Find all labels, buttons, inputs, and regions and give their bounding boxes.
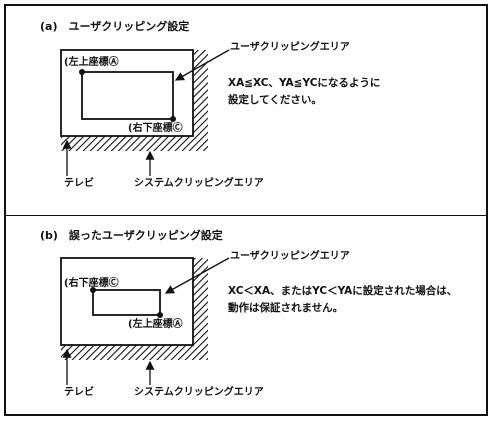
- panel-b-upper-left-dot: [157, 312, 163, 318]
- panel-a-tv-screen: [60, 49, 194, 137]
- panel-b-tv-screen: [60, 257, 194, 346]
- panel-b-system-area-label: システムクリッピングエリア: [134, 387, 264, 398]
- panel-a-upper-left-dot: [79, 69, 85, 75]
- panel-b-upper-left-label: (左上座標Ⓐ: [128, 319, 183, 330]
- panel-a-upper-left-label: (左上座標Ⓐ: [64, 57, 119, 68]
- panel-b-diagram: [60, 257, 230, 385]
- panel-a-user-clip-rect: [81, 71, 174, 120]
- panel-b-heading: (b) 誤ったユーザクリッピング設定: [40, 229, 223, 242]
- panel-a-tv-label: テレビ: [64, 178, 94, 189]
- panel-a-user-area-leader: [174, 49, 230, 81]
- panel-a-diagram: [60, 49, 230, 176]
- panel-a-lower-right-label: (右下座標Ⓒ: [128, 123, 183, 134]
- panel-b-user-clip-rect: [92, 289, 161, 316]
- panel-a-note-line1: XA≦XC、YA≦YCになるように: [228, 77, 381, 89]
- panel-b-tv-label: テレビ: [64, 387, 94, 398]
- panel-a-lower-right-dot: [170, 116, 176, 122]
- panel-a-system-area-label: システムクリッピングエリア: [134, 178, 264, 189]
- panel-b-user-area-label: ユーザクリッピングエリア: [230, 251, 350, 262]
- panel-a-hatch-right: [193, 50, 208, 150]
- figure-frame: [4, 4, 488, 416]
- panel-a-heading: (a) ユーザクリッピング設定: [40, 20, 190, 33]
- panel-a-note-line2: 設定してください。: [228, 94, 322, 106]
- panel-b-hatch-bottom: [61, 345, 208, 360]
- panel-divider: [4, 215, 488, 216]
- panel-a-user-area-label: ユーザクリッピングエリア: [230, 42, 350, 53]
- panel-b-user-area-leader: [164, 257, 230, 294]
- panel-a-hatch-bottom: [61, 136, 208, 151]
- panel-b-lower-right-dot: [90, 287, 96, 293]
- panel-b-hatch-right: [193, 258, 208, 360]
- panel-b-note-line1: XC＜XA、またはYC＜YAに設定された場合は、: [228, 285, 458, 297]
- panel-b-lower-right-label: (右下座標Ⓒ: [64, 278, 119, 289]
- panel-b-note-line2: 動作は保証されません。: [228, 302, 344, 314]
